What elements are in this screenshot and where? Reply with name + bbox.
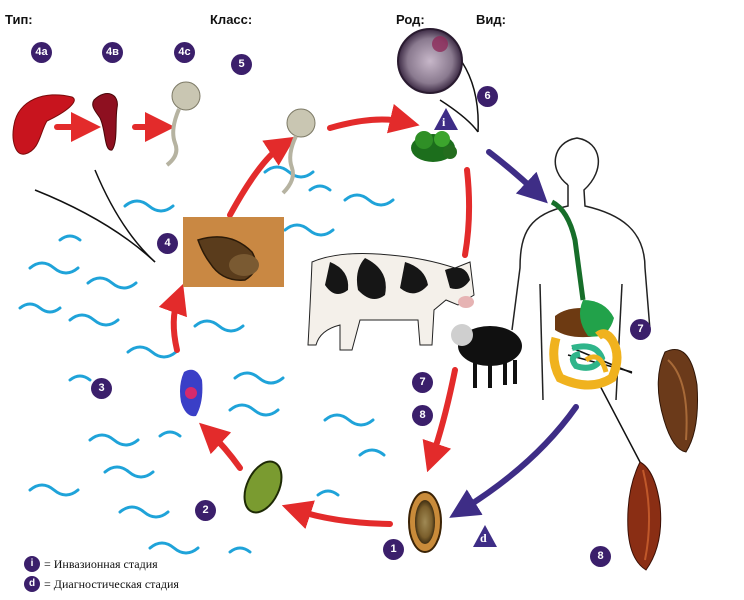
sheep-host <box>451 324 522 388</box>
triangle-marker-d <box>473 525 497 547</box>
stage-8-badge-left: 8 <box>412 405 433 426</box>
digestive-tract <box>549 199 622 390</box>
adult-fluke-8 <box>627 461 662 571</box>
stage-8-badge-right: 8 <box>590 546 611 567</box>
stage-2-badge: 2 <box>195 500 216 521</box>
legend-infective-text: = Инвазионная стадия <box>44 556 158 571</box>
stage-4v-badge: 4в <box>102 42 123 63</box>
legend-diagnostic-marker: d <box>24 576 40 592</box>
stage-3-badge: 3 <box>91 378 112 399</box>
legend-diagnostic-text: = Диагностическая стадия <box>44 576 179 591</box>
diagnostic-stage-letter: d <box>480 531 487 545</box>
embryonated-egg <box>243 460 283 514</box>
blue-arrows <box>449 149 579 518</box>
header-genus: Род: <box>396 12 425 27</box>
stage-4c-badge: 4с <box>174 42 195 63</box>
water-waves <box>18 165 395 555</box>
watercress-plant <box>411 131 457 162</box>
header-class: Класс: <box>210 12 253 27</box>
header-type: Тип: <box>5 12 33 27</box>
sporocyst-4a <box>12 94 75 155</box>
cercaria-4c <box>171 81 201 111</box>
stage-4-badge: 4 <box>157 233 178 254</box>
stage-7-badge-left: 7 <box>412 372 433 393</box>
stage-7-badge-right: 7 <box>630 319 651 340</box>
adult-fluke-7 <box>657 348 698 453</box>
cercaria-5 <box>286 108 316 138</box>
redia-4v <box>92 93 118 151</box>
stage-6-badge: 6 <box>477 86 498 107</box>
cow-host <box>307 253 475 351</box>
legend-diagnostic: d = Диагностическая стадия <box>24 576 179 592</box>
header-species: Вид: <box>476 12 506 27</box>
metacercaria-cyst <box>397 28 463 94</box>
red-arrows <box>54 103 473 529</box>
stage-5-badge: 5 <box>231 54 252 75</box>
human-host <box>511 137 651 401</box>
infective-stage-letter: i <box>442 115 446 129</box>
stage-1-badge: 1 <box>383 539 404 560</box>
legend-infective: i = Инвазионная стадия <box>24 556 158 572</box>
triangle-marker-i <box>434 108 458 130</box>
stage-4a-badge: 4а <box>31 42 52 63</box>
legend-infective-marker: i <box>24 556 40 572</box>
